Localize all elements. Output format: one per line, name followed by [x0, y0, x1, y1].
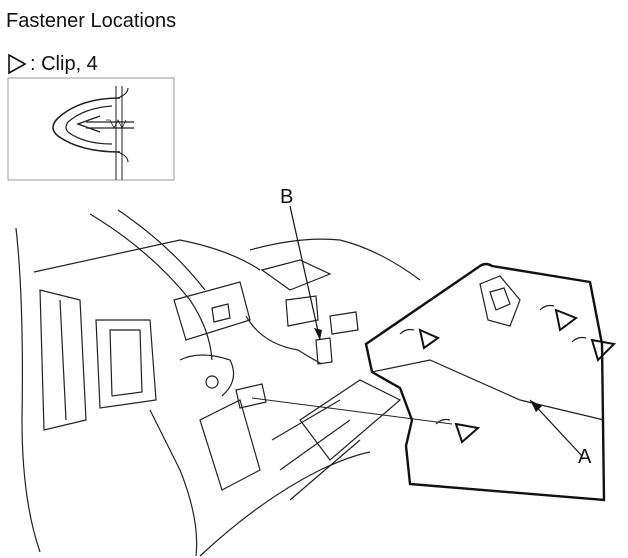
panel-a [364, 262, 606, 502]
legend: : Clip, 4 [6, 52, 98, 76]
triangle-clip-icon [6, 52, 28, 76]
alignment-line [251, 397, 453, 425]
callout-b: B [280, 186, 294, 208]
clip-marker-3 [590, 338, 617, 362]
clip-marker-2 [554, 308, 579, 332]
callout-a: A [578, 446, 592, 468]
legend-text: : Clip, 4 [30, 52, 98, 75]
callout-b-leader [289, 205, 321, 341]
callout-a-arrowhead [530, 400, 542, 412]
clip-markers [418, 308, 617, 444]
panel-a-details [371, 275, 605, 425]
clip-detail-inset [7, 77, 175, 181]
page-title: Fastener Locations [6, 10, 177, 32]
callout-a-leader [529, 399, 583, 457]
callout-b-arrowhead [314, 328, 322, 340]
vehicle-structure [15, 209, 421, 557]
clip-marker-1 [418, 328, 441, 350]
clip-marker-4 [454, 422, 481, 444]
